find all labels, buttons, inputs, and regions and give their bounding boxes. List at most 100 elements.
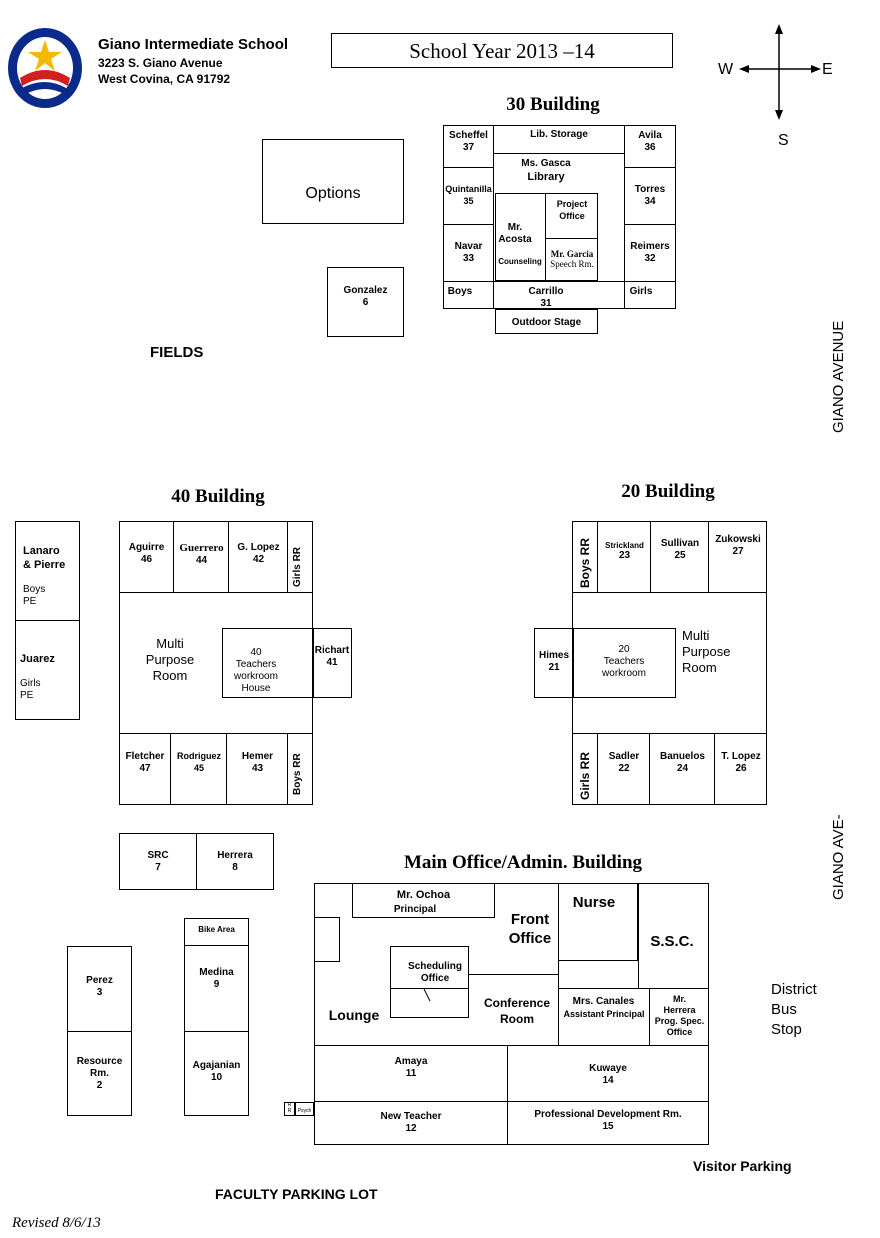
- room-outdoor-stage: [495, 309, 598, 334]
- compass-west-label: W: [718, 61, 734, 78]
- scheduling-door-icon: [422, 988, 434, 1004]
- room-gonzalez-6: [327, 267, 404, 337]
- room-gonzalez-label: Gonzalez 6: [343, 285, 388, 308]
- restroom-boys-30: Boys: [447, 286, 473, 297]
- room-guerrero-44: 44: [195, 555, 208, 566]
- room-glopez-42: G. Lopez 42: [237, 542, 280, 565]
- room-40-workroom: [222, 628, 314, 698]
- lanaro-pierre-label: Lanaro & Pierre: [23, 545, 66, 571]
- room-herrera-8: [196, 833, 274, 890]
- room-src-label: SRC 7: [147, 850, 169, 873]
- room-nurse: [558, 883, 638, 961]
- restroom-tag-label: R R: [287, 1102, 292, 1114]
- mpr-20: Multi Purpose Room: [682, 628, 731, 675]
- scheduling-office-label: Scheduling Office: [408, 961, 462, 984]
- faculty-parking-lot: FACULTY PARKING LOT: [215, 1186, 378, 1202]
- room-counseling: Counseling: [498, 257, 542, 266]
- room-herrera8-label: Herrera 8: [217, 850, 253, 873]
- admin-closet: [314, 917, 340, 962]
- outdoor-stage-label: Outdoor Stage: [511, 317, 582, 328]
- library-teacher: Ms. Gasca: [521, 158, 571, 169]
- room-quintanilla-35: Quintanilla 35: [445, 184, 492, 206]
- building-40-title: 40 Building: [171, 486, 265, 507]
- room-perez-label: Perez 3: [86, 975, 113, 998]
- admin-building-outline: [314, 883, 709, 1145]
- compass-south-label: S: [778, 132, 789, 149]
- restroom-boys-40: Boys RR: [292, 753, 303, 795]
- room-resource-label: Resource Rm. 2: [76, 1056, 123, 1091]
- school-year: School Year 2013 –14: [409, 39, 595, 63]
- room-kuwaye-14: Kuwaye 14: [589, 1063, 627, 1086]
- assistant-principal-name: Mrs. Canales: [572, 996, 635, 1007]
- room-tlopez-26: T. Lopez 26: [721, 751, 761, 774]
- room-new-teacher-12: New Teacher 12: [380, 1111, 442, 1134]
- speech-teacher: Mr. Garcia: [550, 249, 594, 259]
- room-aguirre-46: Aguirre 46: [128, 542, 165, 565]
- room-agajanian-label: Agajanian 10: [192, 1060, 241, 1083]
- building-20-title: 20 Building: [621, 481, 715, 502]
- room-hemer-43: Hemer 43: [241, 751, 274, 774]
- principal-title: Principal: [393, 904, 437, 915]
- school-address-line2: West Covina, CA 91792: [98, 72, 231, 86]
- room-resource-2: [67, 1031, 132, 1116]
- assistant-principal-title: Assistant Principal: [563, 1009, 645, 1019]
- room-prof-dev-15: Professional Development Rm. 15: [534, 1109, 682, 1132]
- compass-east-label: E: [822, 61, 833, 78]
- front-office-label: Front Office: [508, 911, 552, 947]
- room-20-workroom: [572, 628, 676, 698]
- room-options: [262, 139, 404, 224]
- room-carrillo-31: Carrillo 31: [528, 286, 564, 309]
- restroom-girls-40: Girls RR: [292, 546, 303, 587]
- room-reimers-32: Reimers 32: [630, 241, 670, 264]
- admin-building-title: Main Office/Admin. Building: [403, 852, 643, 873]
- school-address-line1: 3223 S. Giano Avenue: [98, 56, 223, 70]
- room-rodriguez-45: Rodriguez 45: [177, 751, 221, 773]
- room-himes-label: Himes 21: [538, 650, 569, 673]
- visitor-parking: Visitor Parking: [693, 1158, 792, 1174]
- herrera-office-label: Mr. Herrera Prog. Spec. Office: [654, 994, 705, 1037]
- room-avila-36: Avila 36: [638, 130, 662, 153]
- juarez-label: Juarez: [20, 653, 55, 665]
- restroom-tag: [284, 1102, 295, 1116]
- room-strickland-name: Strickland: [605, 541, 644, 550]
- room-richart-41: [312, 628, 352, 698]
- room-counseling-block: [495, 193, 598, 281]
- room-girls-pe: [15, 620, 80, 720]
- fields-label: FIELDS: [150, 344, 204, 361]
- giano-ave-label: GIANO AVE-: [830, 814, 847, 900]
- restroom-girls-20: Girls RR: [578, 751, 592, 800]
- room-20-workroom-label: 20 Teachers workroom: [602, 644, 646, 679]
- school-logo: [6, 26, 84, 110]
- room-scheffel-37: Scheffel 37: [449, 130, 488, 153]
- school-name: Giano Intermediate School: [98, 36, 289, 53]
- room-project-office: Project Office: [556, 199, 588, 221]
- bike-area-label: Bike Area: [198, 925, 235, 934]
- room-fletcher-47: Fletcher 47: [125, 751, 165, 774]
- ssc-label: S.S.C.: [650, 933, 694, 950]
- room-medina-label: Medina 9: [199, 967, 234, 990]
- room-zukowski-27: Zukowski 27: [715, 534, 761, 557]
- room-strickland-23: 23: [618, 550, 631, 561]
- room-amaya-11: Amaya 11: [394, 1056, 428, 1079]
- room-banuelos-24: Banuelos 24: [659, 751, 705, 774]
- room-sullivan-25: Sullivan 25: [660, 538, 700, 561]
- restroom-girls-30: Girls: [629, 286, 653, 297]
- room-scheduling: [390, 946, 469, 1018]
- boys-pe-label: Boys PE: [23, 584, 46, 607]
- room-navar-33: Navar 33: [454, 241, 483, 264]
- school-year-box: [331, 33, 673, 68]
- psych-tag-label: Psych: [297, 1108, 312, 1114]
- room-torres-34: Torres 34: [634, 184, 666, 207]
- girls-pe-label: Girls PE: [20, 678, 41, 701]
- room-options-label: Options: [305, 185, 361, 202]
- room-speech: Speech Rm.: [550, 259, 594, 269]
- conference-room-label: Conference Room: [483, 996, 551, 1026]
- room-sadler-22: Sadler 22: [608, 751, 640, 774]
- revised-date: Revised 8/6/13: [12, 1215, 101, 1231]
- room-guerrero-name: Guerrero: [179, 542, 224, 554]
- building-30-outline: [443, 125, 676, 309]
- room-library: Library: [527, 171, 565, 183]
- room-agajanian-10: [184, 1031, 249, 1116]
- building-30-title: 30 Building: [506, 94, 600, 115]
- restroom-boys-20: Boys RR: [578, 537, 592, 588]
